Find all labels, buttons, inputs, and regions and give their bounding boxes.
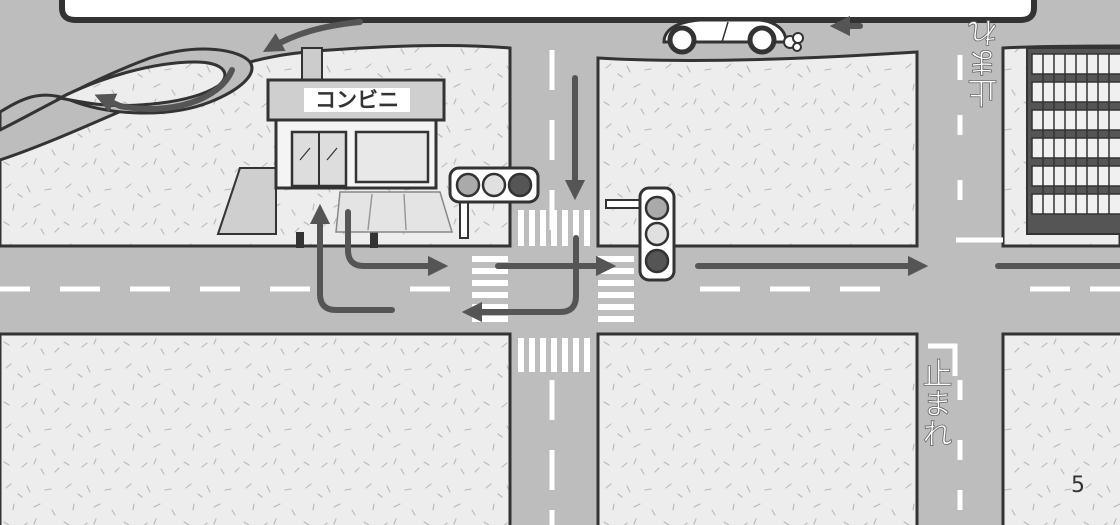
right-street-lines [928,55,1003,510]
arrow-upper-road-curve [262,19,363,52]
route-arrows [94,15,1120,323]
store-sign-plate [304,88,410,112]
store-lot [216,167,277,235]
crosswalk-west [472,256,508,322]
arrow-store-exit [345,209,449,277]
traffic-light-icon [448,166,540,239]
car-icon [662,18,788,55]
store-icon [266,47,446,190]
stop-marking-top: 止まれ [969,18,1004,108]
arrow-into-store [309,203,395,313]
block-lower-left [0,332,512,525]
traffic-light-icon-vertical [605,186,676,282]
block-upper-middle [596,50,919,248]
driveway-left [296,232,304,248]
parking-area [335,191,454,233]
exhaust-puff-icon [783,32,804,52]
arrow-loop [94,67,235,113]
driveway-right [370,232,378,248]
building-icon [1026,47,1120,235]
road-top-wall [59,0,1037,23]
crosswalk-north [518,210,590,246]
stop-marking-bottom: 止まれ [917,358,952,448]
store-sign: コンビニ [315,88,399,112]
block-lower-right [1001,332,1120,525]
page-number: 5 [1071,473,1085,498]
block-lower-middle [596,332,919,525]
arrow-down-turn-west [461,235,579,323]
crosswalk-south [518,338,590,372]
